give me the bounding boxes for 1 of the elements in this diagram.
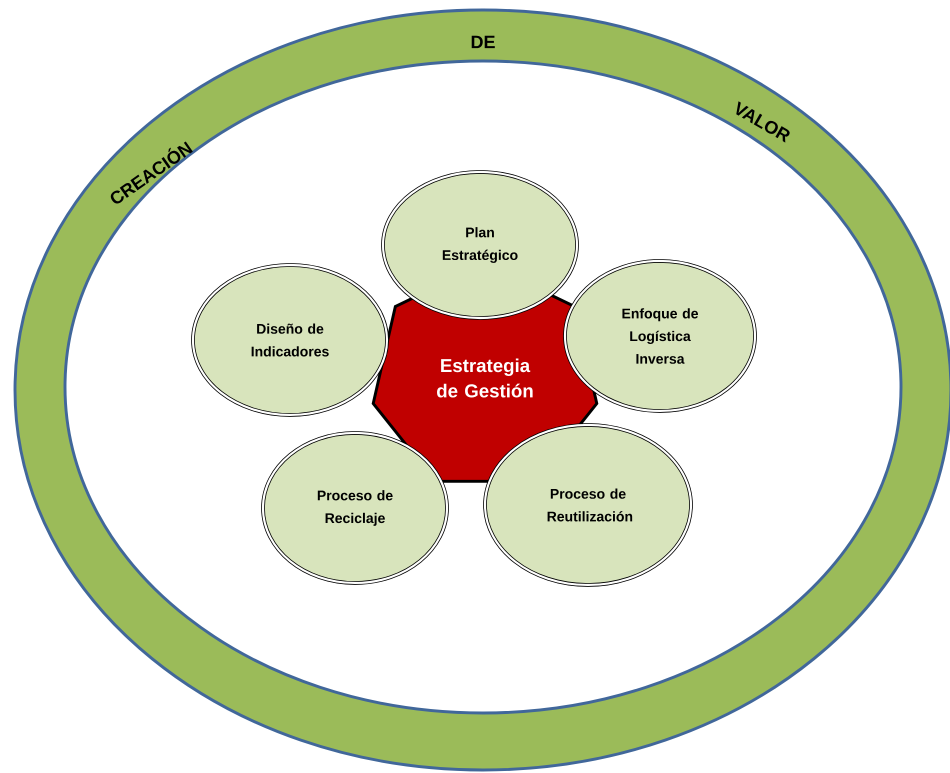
ring-label: DE (472, 36, 495, 48)
